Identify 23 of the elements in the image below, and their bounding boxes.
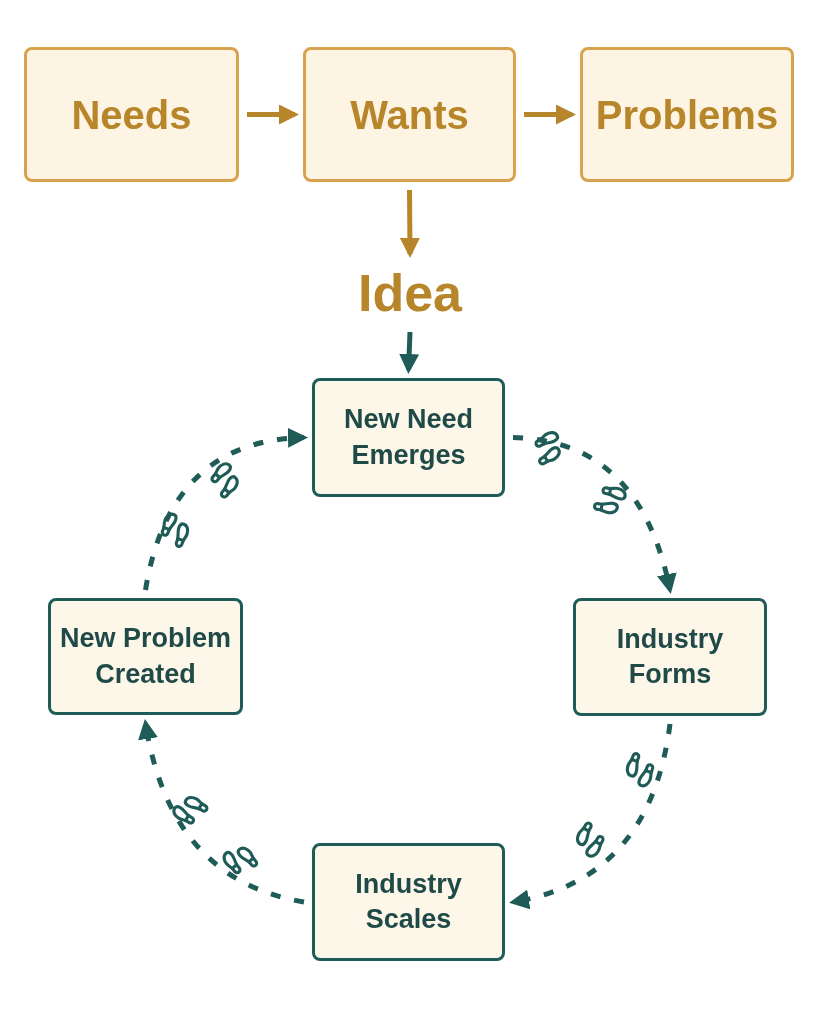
node-text: New Need Emerges	[342, 403, 474, 472]
process-box	[312, 378, 505, 497]
node-text: Wants	[350, 91, 469, 139]
process-box	[48, 598, 243, 715]
arrow	[143, 428, 308, 591]
node-text: Problems	[595, 91, 779, 139]
node-text: Idea	[357, 263, 463, 324]
process-box	[24, 47, 239, 182]
arrow	[512, 435, 677, 594]
arrow	[138, 719, 305, 905]
arrow	[399, 331, 420, 374]
arrow	[399, 190, 420, 258]
arrow	[524, 104, 576, 125]
arrow	[509, 723, 673, 909]
node-text: New Problem Created	[59, 622, 232, 691]
arrow	[247, 104, 299, 125]
node-text: Industry Forms	[615, 622, 725, 691]
node-text: Needs	[71, 91, 192, 139]
process-box	[580, 47, 794, 182]
node-text: Industry Scales	[354, 867, 463, 936]
process-box	[573, 598, 767, 716]
process-box	[303, 47, 516, 182]
process-box	[312, 843, 505, 961]
